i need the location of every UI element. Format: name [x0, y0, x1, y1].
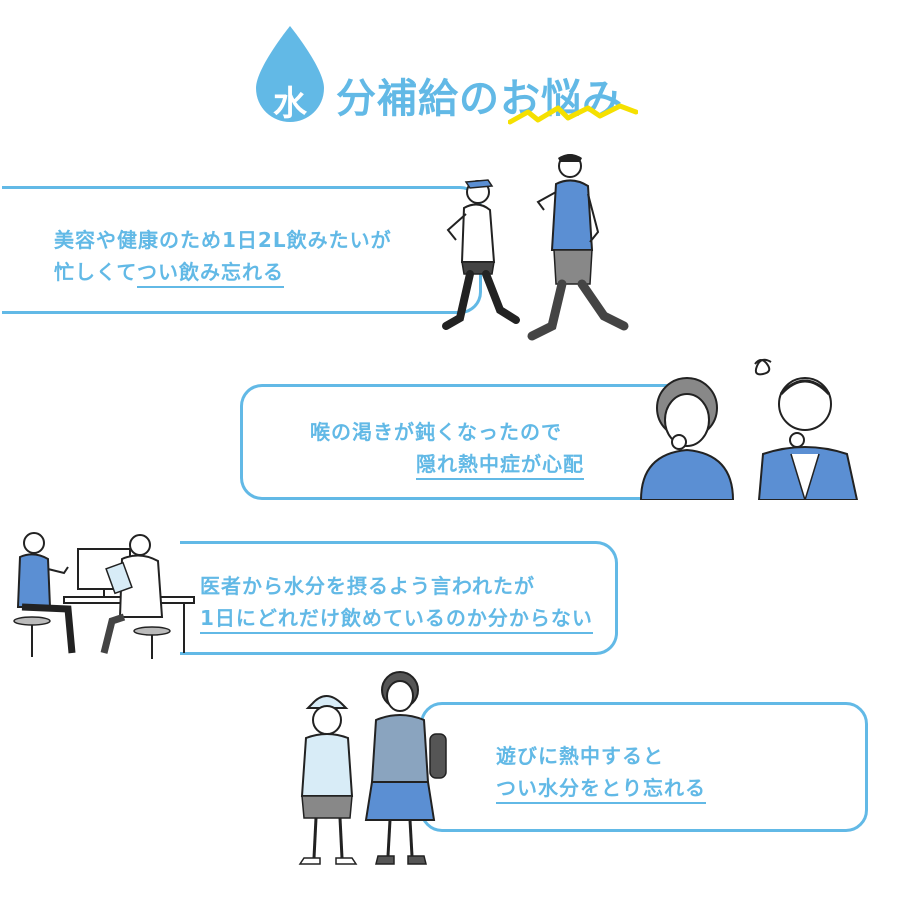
page-title: 水 分補給のお悩み: [250, 24, 670, 134]
card1-line2-underline: つい飲み忘れる: [137, 260, 284, 288]
card3-line1: 医者から水分を摂るよう言われたが: [200, 574, 535, 598]
card4-line1: 遊びに熱中すると: [496, 744, 664, 768]
card4-line2-underline: つい水分をとり忘れる: [496, 776, 706, 804]
card2-line2-underline: 隠れ熱中症が心配: [416, 452, 584, 480]
card1-line2: 忙しくてつい飲み忘れる: [54, 256, 284, 288]
card3-line2-underline: 1日にどれだけ飲めているのか分からない: [200, 606, 593, 634]
card1-line1: 美容や健康のため1日2L飲みたいが: [54, 228, 392, 252]
concern-card-3: [180, 541, 618, 655]
card2-line2: 隠れ熱中症が心配: [416, 448, 584, 480]
concern-card-4: [420, 702, 868, 832]
zigzag-underline-icon: [508, 103, 638, 125]
elderly-couple-illustration: [639, 358, 859, 500]
title-drop-char: 水: [273, 84, 307, 124]
children-illustration: [298, 671, 447, 865]
walkers-illustration: [442, 154, 629, 341]
card4-line2: つい水分をとり忘れる: [496, 772, 706, 804]
card1-line2-plain: 忙しくて: [54, 260, 137, 284]
card2-line1: 喉の渇きが鈍くなったので: [310, 420, 562, 444]
doctor-patient-illustration: [13, 532, 195, 659]
concern-card-2: [240, 384, 670, 500]
concern-card-1: [2, 186, 482, 314]
water-drop-icon: [256, 26, 324, 122]
card3-line2: 1日にどれだけ飲めているのか分からない: [200, 602, 593, 634]
